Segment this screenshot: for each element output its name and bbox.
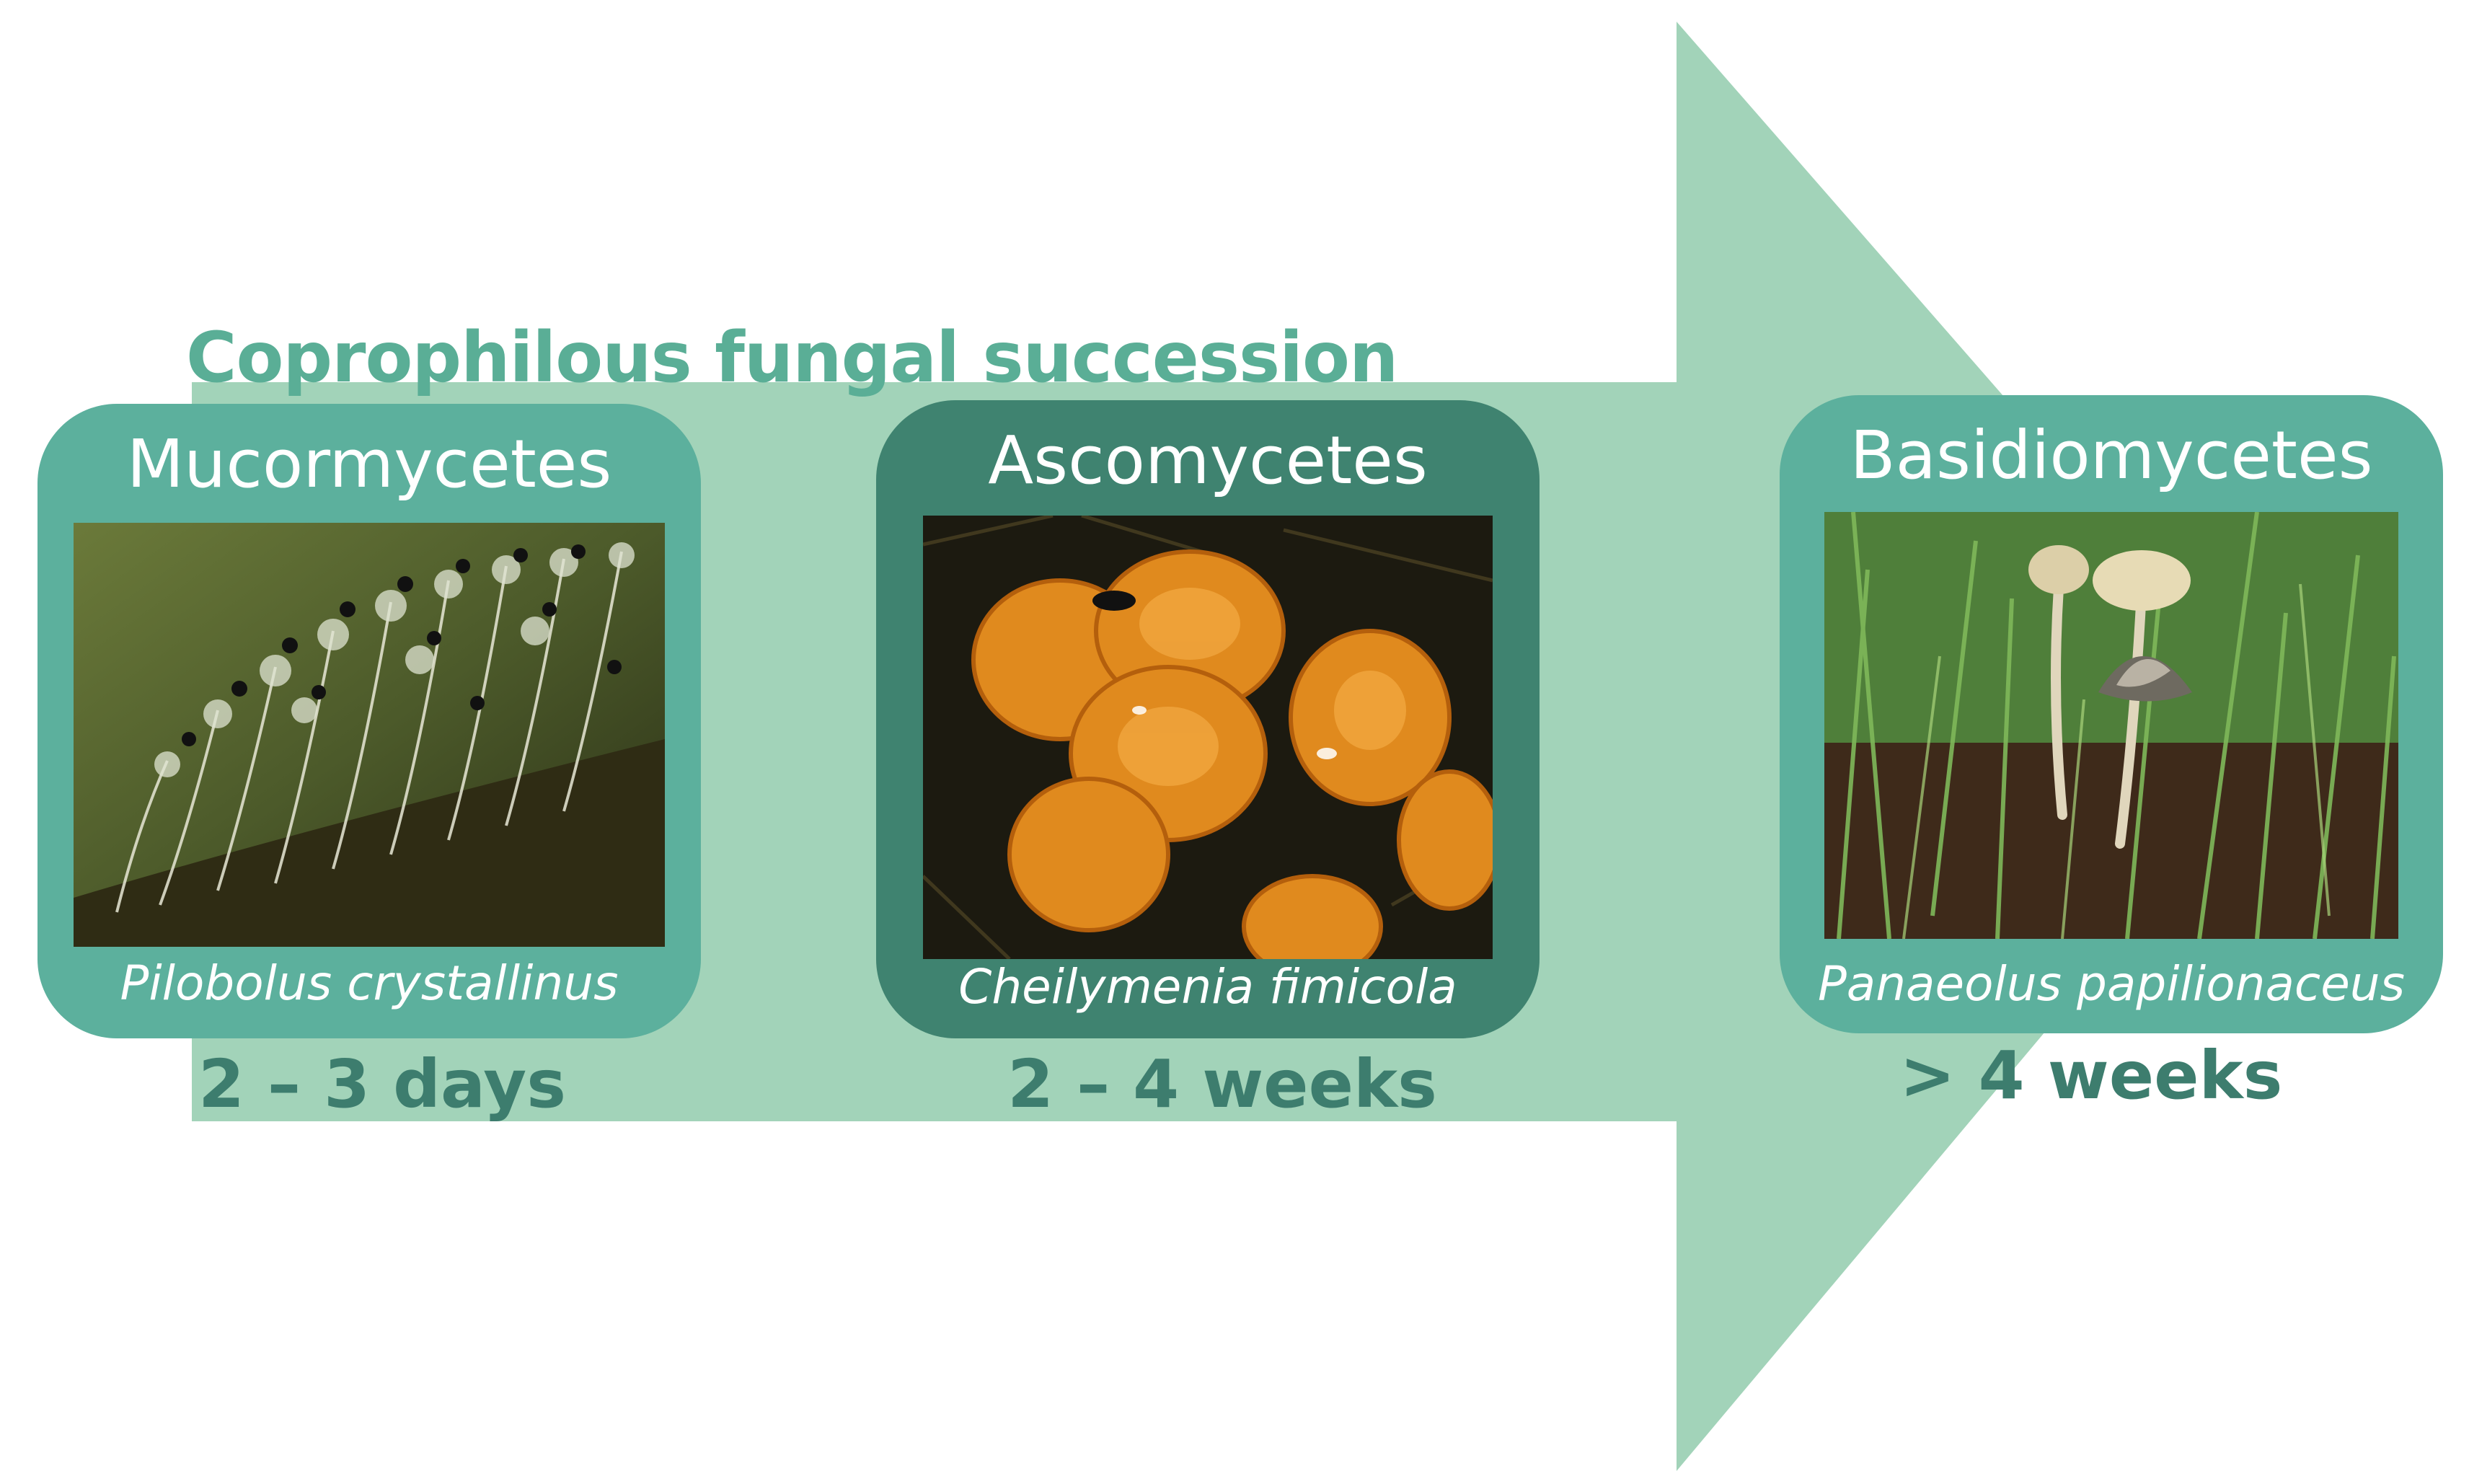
duration-label-mucormycetes: 2 – 3 days <box>198 1046 566 1123</box>
stage-group-name: Basidiomycetes <box>1850 417 2373 494</box>
stage-card-mucormycetes: Mucormycetes <box>37 404 701 1038</box>
stage-species-name: Pilobolus crystallinus <box>120 955 619 1011</box>
duration-label-ascomycetes: 2 – 4 weeks <box>1007 1046 1437 1123</box>
cheilymenia-photo <box>923 516 1493 959</box>
stage-group-name: Mucormycetes <box>126 425 612 503</box>
panaeolus-photo <box>1824 512 2398 939</box>
stage-species-name: Cheilymenia fimicola <box>958 959 1457 1015</box>
diagram-title: Coprophilous fungal succession <box>186 317 1398 398</box>
stage-card-ascomycetes: Ascomycetes <box>876 400 1540 1038</box>
pilobolus-photo <box>74 523 665 947</box>
stage-species-name: Panaeolus papilionaceus <box>1817 956 2406 1012</box>
stage-group-name: Ascomycetes <box>988 422 1428 499</box>
stage-card-basidiomycetes: Basidiomycetes Panaeolus papilionaceus <box>1780 395 2443 1033</box>
duration-label-basidiomycetes: > 4 weeks <box>1899 1037 2283 1114</box>
